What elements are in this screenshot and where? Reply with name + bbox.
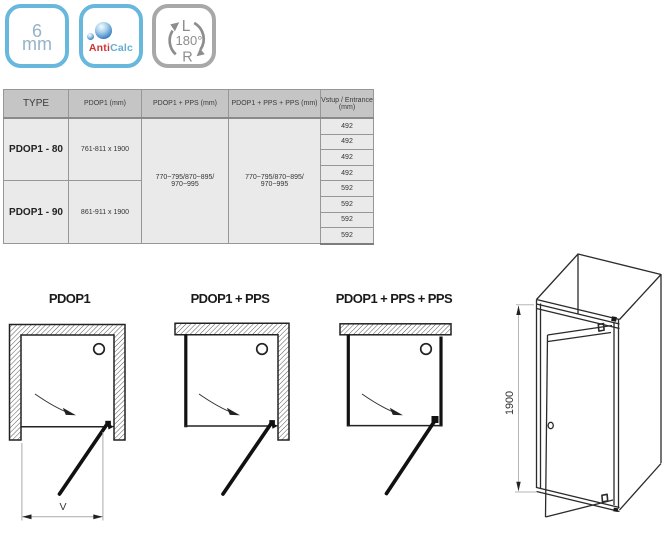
- svg-text:PDOP1: PDOP1: [49, 291, 91, 306]
- svg-text:L: L: [182, 18, 191, 35]
- svg-text:R: R: [182, 50, 192, 64]
- svg-text:PDOP1 + PPS + PPS: PDOP1 + PPS + PPS: [336, 291, 453, 306]
- svg-text:1900: 1900: [504, 391, 516, 415]
- svg-text:PDOP1 + PPS: PDOP1 + PPS: [191, 291, 271, 306]
- svg-text:180°: 180°: [176, 33, 203, 48]
- svg-text:V: V: [59, 501, 66, 513]
